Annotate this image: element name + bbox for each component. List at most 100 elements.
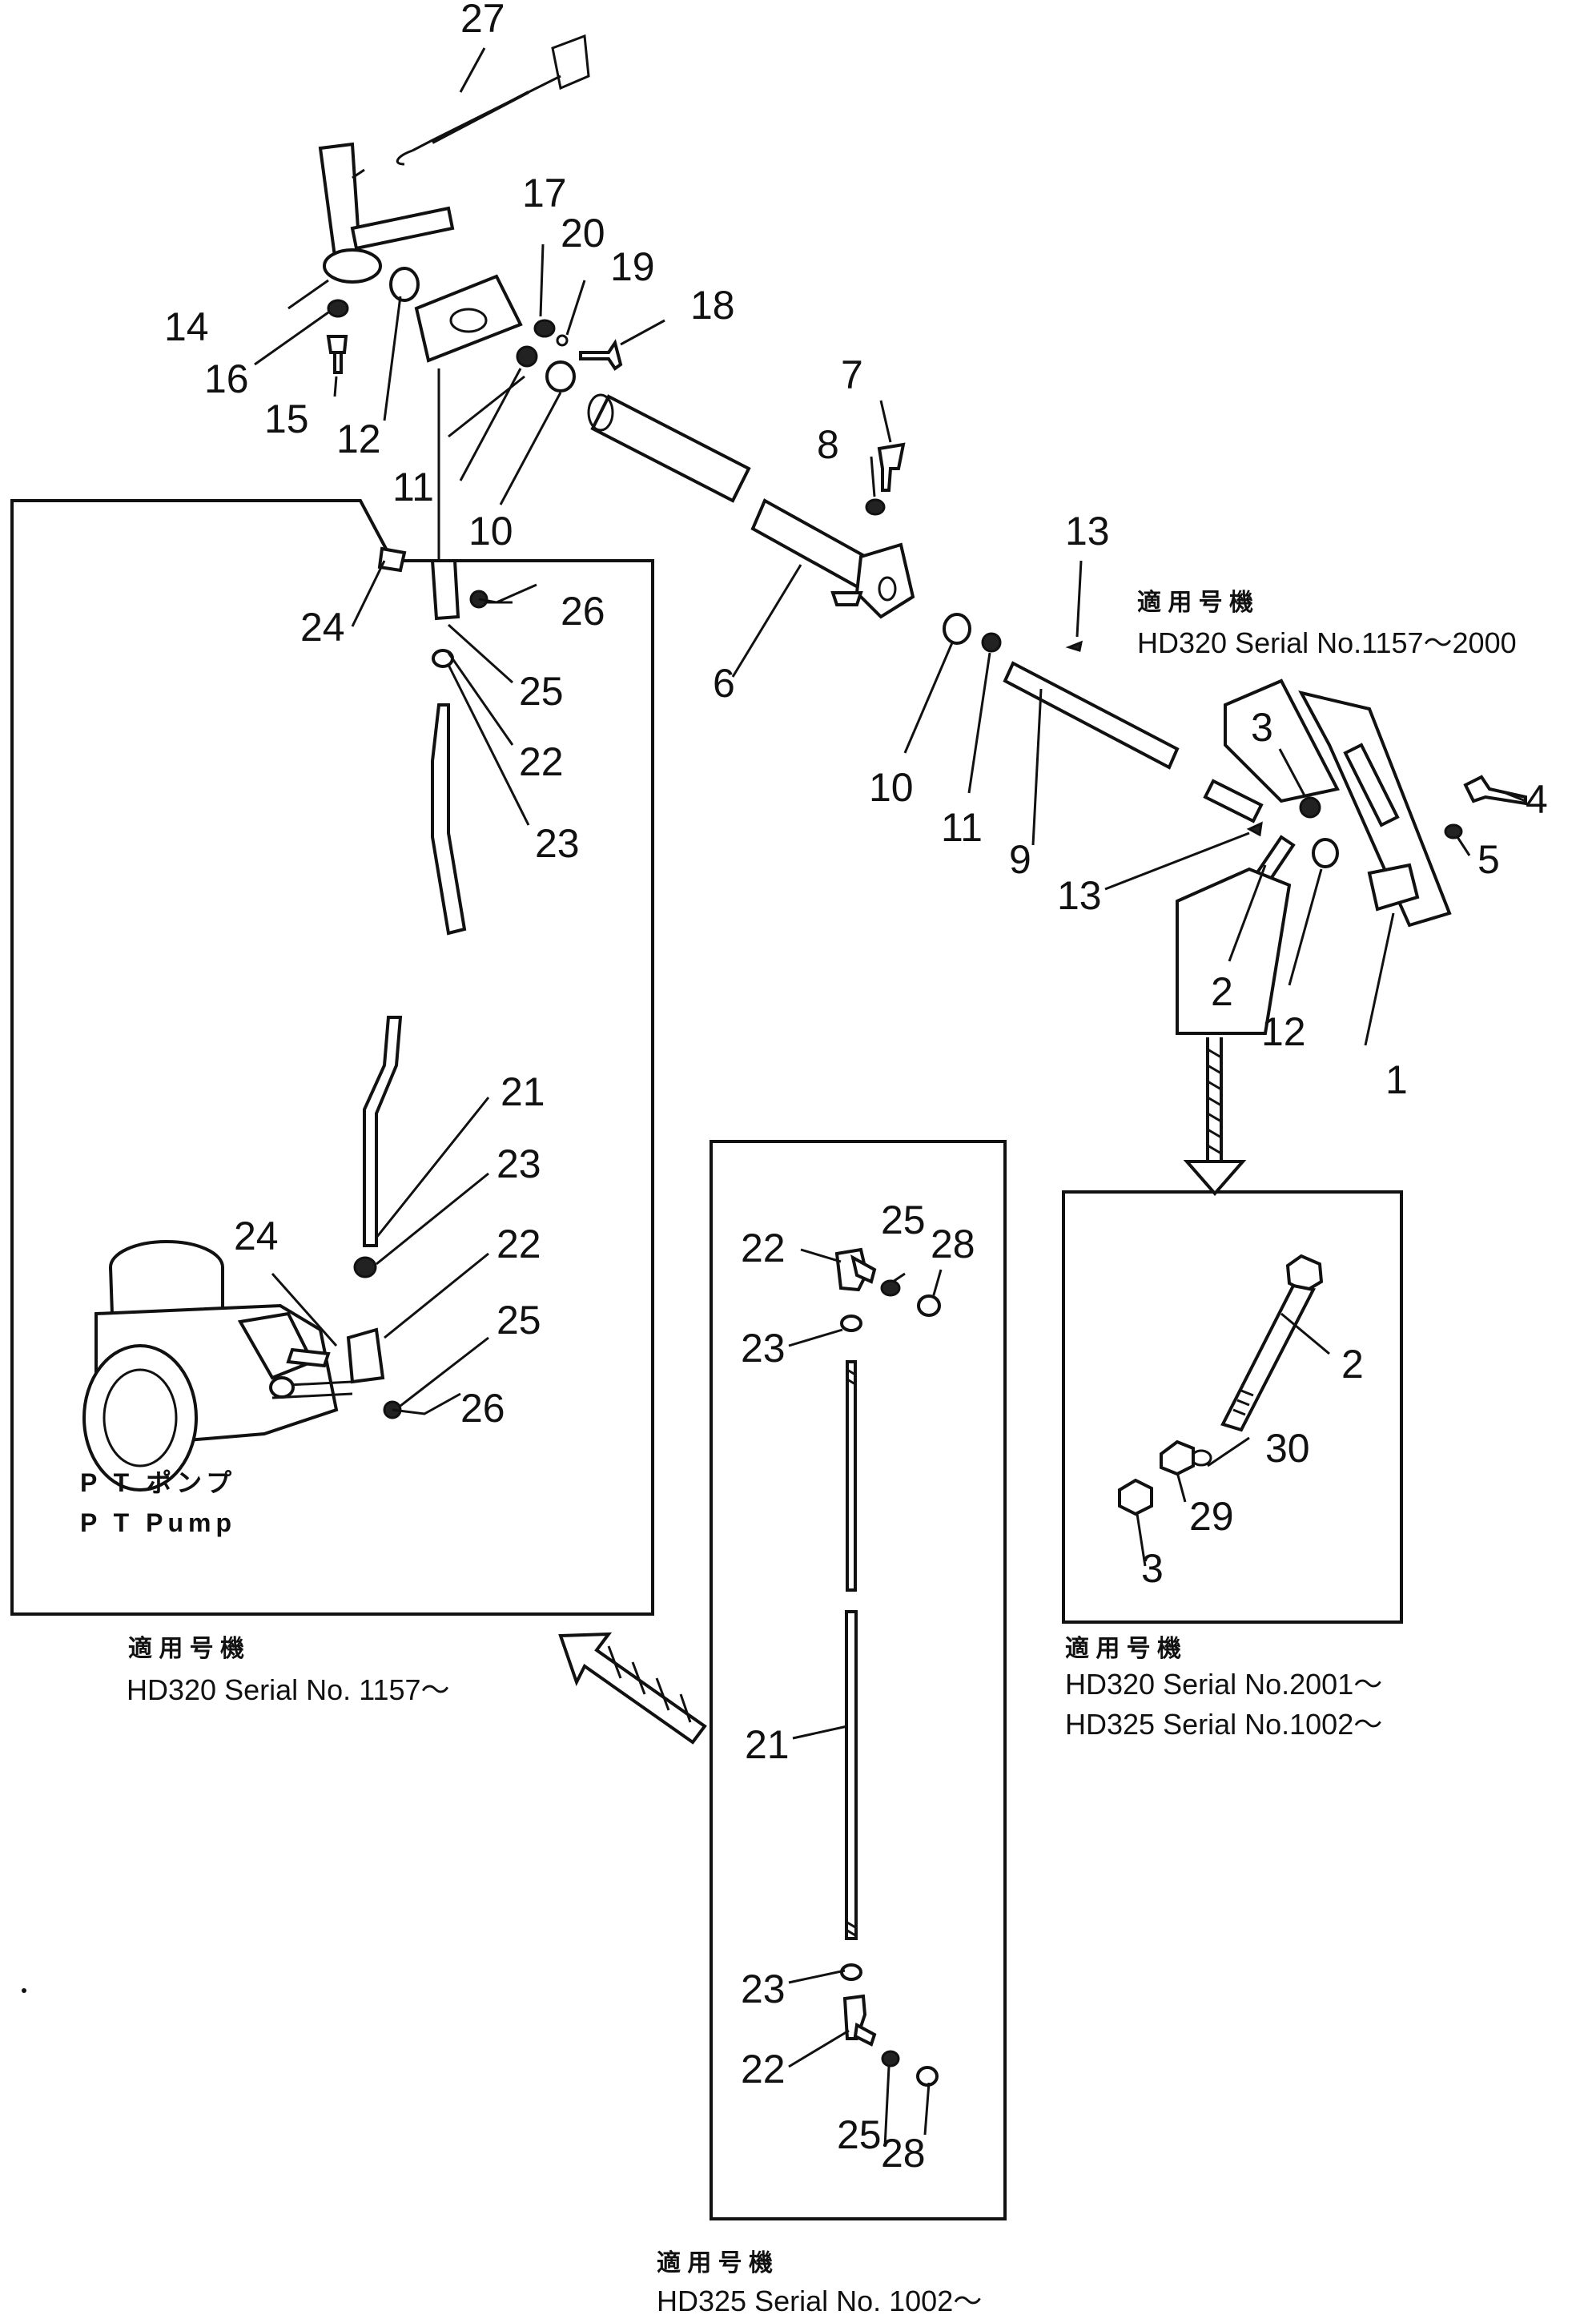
- callout-19: 19: [610, 244, 655, 289]
- callout-1: 1: [1385, 1057, 1408, 1102]
- callout-28-mid-top: 28: [931, 1222, 975, 1266]
- callout-12-right: 12: [1261, 1009, 1306, 1054]
- part-27-spring: [396, 34, 590, 166]
- part-10-bushing: [545, 360, 576, 393]
- caption-bottom-jp: 適 用 号 機: [657, 2249, 773, 2277]
- part-3-nut: [1299, 796, 1321, 819]
- caption-left-en: HD320 Serial No. 1157～: [127, 1673, 450, 1706]
- part-4-pin: [1463, 775, 1527, 806]
- callout-25-mid-top: 25: [881, 1198, 926, 1242]
- part-9-shaft: [1003, 661, 1180, 770]
- part-14-lever: [318, 142, 455, 284]
- callout-13-mid: 13: [1057, 873, 1102, 918]
- callout-26-left-top: 26: [561, 589, 605, 634]
- callout-24-left-top: 24: [300, 605, 345, 650]
- callout-18: 18: [690, 283, 735, 328]
- callout-20: 20: [561, 211, 605, 256]
- pipe-piece: [1203, 779, 1264, 823]
- part-5-washer: [1444, 823, 1463, 839]
- part-13-pin-b: [1246, 821, 1263, 837]
- part-10-bushing-b: [943, 613, 971, 645]
- callout-7: 7: [841, 352, 863, 397]
- callout-11-top: 11: [392, 465, 434, 509]
- callout-10-mid: 10: [869, 765, 914, 810]
- middle-inset-frame: [710, 1140, 1007, 2220]
- callout-21-left: 21: [501, 1069, 545, 1114]
- callout-22-mid-bottom: 22: [741, 2047, 786, 2092]
- callout-numbers: 27 17 20 19 18 14 16 15 12 11 10 7 8 13 …: [164, 0, 1548, 2176]
- callout-25-left-top: 25: [519, 669, 564, 714]
- callout-27: 27: [460, 0, 505, 41]
- callout-9: 9: [1009, 837, 1031, 882]
- part-6-lever: [750, 498, 915, 619]
- callout-23-left-bottom: 23: [496, 1141, 541, 1186]
- callout-22-mid-top: 22: [741, 1226, 786, 1270]
- callout-12-top: 12: [336, 417, 381, 461]
- leader-lines: [254, 47, 1526, 2148]
- callout-5: 5: [1477, 837, 1500, 882]
- callout-3-top: 3: [1251, 705, 1273, 750]
- captions: 適 用 号 機 HD320 Serial No.1157～2000 適 用 号 …: [80, 589, 1517, 2317]
- callout-25-left-bottom: 25: [496, 1298, 541, 1343]
- callout-24-left-bottom: 24: [234, 1214, 279, 1258]
- callout-25-mid-bottom: 25: [837, 2112, 882, 2157]
- part-18-pin: [579, 339, 623, 371]
- callout-26-left-bottom: 26: [460, 1386, 505, 1431]
- part-12-bushing-b: [1312, 838, 1339, 868]
- callout-14: 14: [164, 304, 209, 349]
- callout-3-right: 3: [1141, 1546, 1164, 1591]
- pt-pump: [82, 1240, 353, 1492]
- callout-21-mid: 21: [745, 1722, 790, 1767]
- part-20-washer: [533, 319, 556, 338]
- part-8-nut: [865, 498, 886, 516]
- pump-label-en: P T Pump: [80, 1508, 236, 1537]
- callout-11-mid: 11: [941, 805, 983, 850]
- callout-22-left-bottom: 22: [496, 1222, 541, 1266]
- part-1-pedal-assembly: [1224, 678, 1452, 928]
- part-19-clip: [556, 334, 569, 347]
- callout-16: 16: [204, 356, 249, 401]
- arrow-left-middle: [558, 1632, 707, 1745]
- callout-13-top: 13: [1065, 509, 1110, 554]
- callout-2-right: 2: [1341, 1342, 1364, 1387]
- part-17-plate: [414, 274, 523, 363]
- stray-dot: [22, 1988, 26, 1993]
- callout-30: 30: [1265, 1426, 1310, 1471]
- part-15-bolt: [326, 335, 348, 374]
- callout-23-left-top: 23: [535, 821, 580, 866]
- caption-bottom-en: HD325 Serial No. 1002～: [657, 2285, 982, 2315]
- part-7-bolt: [877, 442, 906, 492]
- right-inset-frame: [1062, 1190, 1403, 1624]
- callout-28-mid-bottom: 28: [881, 2131, 926, 2176]
- middle-inset-rod: [834, 1247, 941, 2087]
- callout-23-mid-bottom: 23: [741, 1967, 786, 2011]
- callout-22-left-top: 22: [519, 739, 564, 784]
- caption-right-jp: 適 用 号 機: [1065, 1635, 1181, 1662]
- left-inset-frame: [10, 499, 654, 1616]
- callout-17: 17: [522, 171, 567, 215]
- part-12-bushing: [389, 267, 420, 302]
- callout-2-top: 2: [1211, 969, 1233, 1014]
- part-6-tube-upper: [590, 394, 751, 503]
- caption-top-right-en: HD320 Serial No.1157～2000: [1137, 626, 1517, 659]
- caption-right-en-1: HD320 Serial No.2001～: [1065, 1668, 1382, 1701]
- callout-4: 4: [1526, 777, 1548, 822]
- caption-top-right-jp: 適 用 号 機: [1137, 589, 1253, 616]
- callout-15: 15: [264, 397, 309, 441]
- callout-6: 6: [713, 661, 735, 706]
- arrow-to-right-inset: [1183, 1037, 1247, 1197]
- callout-29: 29: [1189, 1494, 1234, 1539]
- part-11-washer-b: [981, 632, 1002, 653]
- callout-10-top: 10: [468, 509, 513, 554]
- caption-right-en-2: HD325 Serial No.1002～: [1065, 1708, 1382, 1741]
- right-inset-parts: [1118, 1254, 1324, 1516]
- callout-8: 8: [817, 422, 839, 467]
- caption-left-jp: 適 用 号 機: [128, 1635, 244, 1662]
- part-11-washer: [516, 345, 538, 368]
- callout-23-mid-top: 23: [741, 1326, 786, 1371]
- part-13-pin-a: [1065, 640, 1083, 652]
- pump-label-jp: P T ポンプ: [80, 1468, 236, 1497]
- part-16-nut: [327, 299, 349, 318]
